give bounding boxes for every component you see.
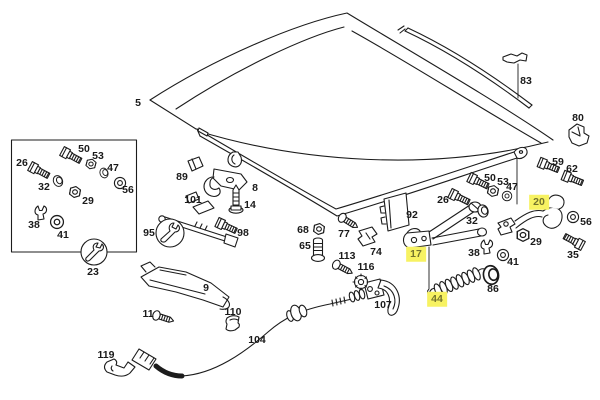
part-label-110[interactable]: 110 bbox=[224, 305, 242, 318]
part-label-68[interactable]: 68 bbox=[297, 223, 309, 236]
wrench-icon bbox=[85, 242, 104, 262]
lock-bracket-9 bbox=[140, 261, 230, 310]
part-label-38[interactable]: 38 bbox=[468, 246, 480, 259]
part-label-101[interactable]: 101 bbox=[184, 193, 202, 206]
part-label-11[interactable]: 11 bbox=[142, 307, 154, 320]
gear-nut-116 bbox=[352, 273, 370, 291]
part-label-62[interactable]: 62 bbox=[566, 162, 578, 175]
release-cable-104 bbox=[131, 296, 353, 379]
part-label-86[interactable]: 86 bbox=[487, 282, 499, 295]
clamp-119 bbox=[103, 358, 136, 377]
wrench-icon bbox=[160, 222, 180, 243]
part-label-41[interactable]: 41 bbox=[57, 228, 69, 241]
part-label-104[interactable]: 104 bbox=[248, 333, 266, 346]
part-label-32[interactable]: 32 bbox=[466, 214, 478, 227]
wrench-badge-23 bbox=[80, 238, 108, 266]
hood-hook-20 bbox=[497, 194, 565, 236]
hood-striker bbox=[227, 151, 242, 168]
part-label-89[interactable]: 89 bbox=[176, 170, 188, 183]
release-handle-107 bbox=[348, 278, 400, 316]
part-label-35[interactable]: 35 bbox=[567, 248, 579, 261]
part-label-29[interactable]: 29 bbox=[530, 235, 542, 248]
part-label-9[interactable]: 9 bbox=[203, 281, 209, 294]
part-label-41[interactable]: 41 bbox=[507, 255, 519, 268]
part-label-47[interactable]: 47 bbox=[107, 161, 119, 174]
safety-catch-8 bbox=[203, 168, 248, 197]
part-label-56[interactable]: 56 bbox=[122, 183, 134, 196]
cable-clip-110 bbox=[225, 315, 240, 332]
clip-74 bbox=[357, 226, 378, 247]
wrench-badge-95 bbox=[155, 218, 185, 248]
part-label-29[interactable]: 29 bbox=[82, 194, 94, 207]
part-label-50[interactable]: 50 bbox=[484, 171, 496, 184]
part-label-77[interactable]: 77 bbox=[338, 227, 350, 240]
part-label-8[interactable]: 8 bbox=[252, 181, 258, 194]
molding-clip-83 bbox=[502, 52, 528, 99]
clip-89 bbox=[187, 156, 204, 172]
part-label-92[interactable]: 92 bbox=[406, 208, 418, 221]
part-label-17[interactable]: 17 bbox=[406, 246, 426, 262]
part-label-95[interactable]: 95 bbox=[143, 226, 155, 239]
part-label-14[interactable]: 14 bbox=[244, 198, 256, 211]
part-label-50[interactable]: 50 bbox=[78, 142, 90, 155]
part-label-38[interactable]: 38 bbox=[28, 218, 40, 231]
rubber-buffer-80 bbox=[568, 123, 590, 147]
part-label-98[interactable]: 98 bbox=[237, 226, 249, 239]
part-label-26[interactable]: 26 bbox=[437, 193, 449, 206]
screw-14 bbox=[228, 184, 244, 214]
part-label-26[interactable]: 26 bbox=[16, 156, 28, 169]
part-label-80[interactable]: 80 bbox=[572, 111, 584, 124]
part-label-59[interactable]: 59 bbox=[552, 155, 564, 168]
part-label-23[interactable]: 23 bbox=[87, 265, 99, 278]
part-label-56[interactable]: 56 bbox=[580, 215, 592, 228]
hood-outline bbox=[149, 12, 554, 217]
part-label-116[interactable]: 116 bbox=[357, 260, 375, 273]
part-label-32[interactable]: 32 bbox=[38, 180, 50, 193]
part-label-44[interactable]: 44 bbox=[427, 291, 447, 307]
part-label-83[interactable]: 83 bbox=[520, 74, 532, 87]
part-label-20[interactable]: 20 bbox=[529, 194, 549, 210]
bracket-92 bbox=[379, 192, 410, 232]
part-label-65[interactable]: 65 bbox=[299, 239, 311, 252]
part-label-53[interactable]: 53 bbox=[92, 149, 104, 162]
part-label-53[interactable]: 53 bbox=[497, 175, 509, 188]
part-label-113[interactable]: 113 bbox=[338, 249, 356, 262]
part-label-107[interactable]: 107 bbox=[374, 298, 392, 311]
part-label-74[interactable]: 74 bbox=[370, 245, 382, 258]
part-label-47[interactable]: 47 bbox=[506, 180, 518, 193]
bolt-65 bbox=[310, 237, 326, 262]
windshield-molding-strip bbox=[397, 25, 533, 109]
part-label-5[interactable]: 5 bbox=[135, 96, 141, 109]
legend-box bbox=[10, 139, 138, 253]
part-label-119[interactable]: 119 bbox=[97, 348, 115, 361]
